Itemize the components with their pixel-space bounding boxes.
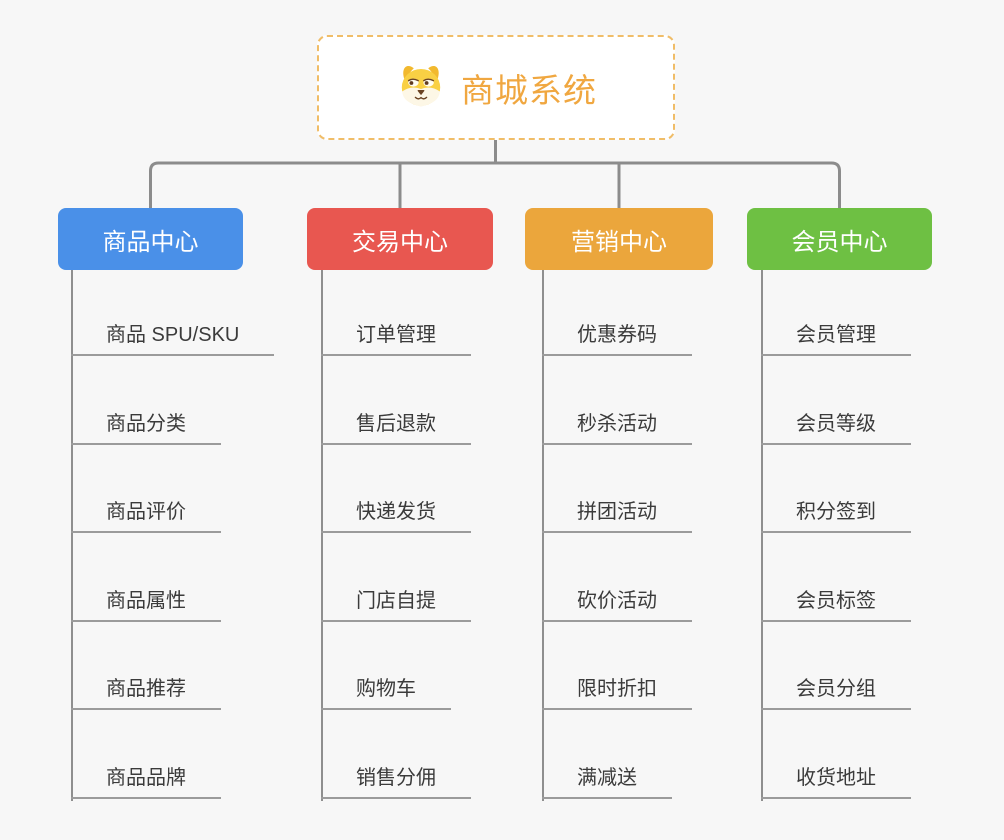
node-item[interactable]: 会员等级	[761, 411, 911, 445]
node-item[interactable]: 购物车	[321, 676, 451, 710]
branch-connector-line	[71, 270, 73, 801]
node-item[interactable]: 会员标签	[761, 588, 911, 622]
branch-node-product-center[interactable]: 商品中心	[58, 208, 243, 270]
node-item[interactable]: 商品分类	[71, 411, 221, 445]
node-item[interactable]: 商品推荐	[71, 676, 221, 710]
root-title: 商城系统	[461, 71, 597, 109]
node-item[interactable]: 商品属性	[71, 588, 221, 622]
node-item[interactable]: 优惠券码	[542, 322, 692, 356]
node-item[interactable]: 快递发货	[321, 499, 471, 533]
root-node[interactable]: 商城系统	[317, 35, 675, 140]
node-item[interactable]: 商品 SPU/SKU	[71, 322, 275, 356]
branch-node-marketing-center[interactable]: 营销中心	[525, 208, 713, 270]
node-item[interactable]: 订单管理	[321, 322, 471, 356]
branch-node-trade-center[interactable]: 交易中心	[307, 208, 493, 270]
node-item[interactable]: 积分签到	[761, 499, 911, 533]
node-item[interactable]: 商品品牌	[71, 765, 221, 799]
branch-connector-line	[542, 270, 544, 801]
node-item[interactable]: 秒杀活动	[542, 411, 692, 445]
node-item[interactable]: 商品评价	[71, 499, 221, 533]
node-item[interactable]: 拼团活动	[542, 499, 692, 533]
node-item[interactable]: 会员分组	[761, 676, 911, 710]
node-item[interactable]: 限时折扣	[542, 676, 692, 710]
branch-connector-line	[321, 270, 323, 801]
node-item[interactable]: 售后退款	[321, 411, 471, 445]
branch-node-member-center[interactable]: 会员中心	[747, 208, 932, 270]
node-item[interactable]: 满减送	[542, 765, 672, 799]
node-item[interactable]: 收货地址	[761, 765, 911, 799]
branch-connector-line	[761, 270, 763, 801]
dog-face-icon	[395, 61, 447, 114]
node-item[interactable]: 门店自提	[321, 588, 471, 622]
node-item[interactable]: 会员管理	[761, 322, 911, 356]
node-item[interactable]: 砍价活动	[542, 588, 692, 622]
node-item[interactable]: 销售分佣	[321, 765, 471, 799]
